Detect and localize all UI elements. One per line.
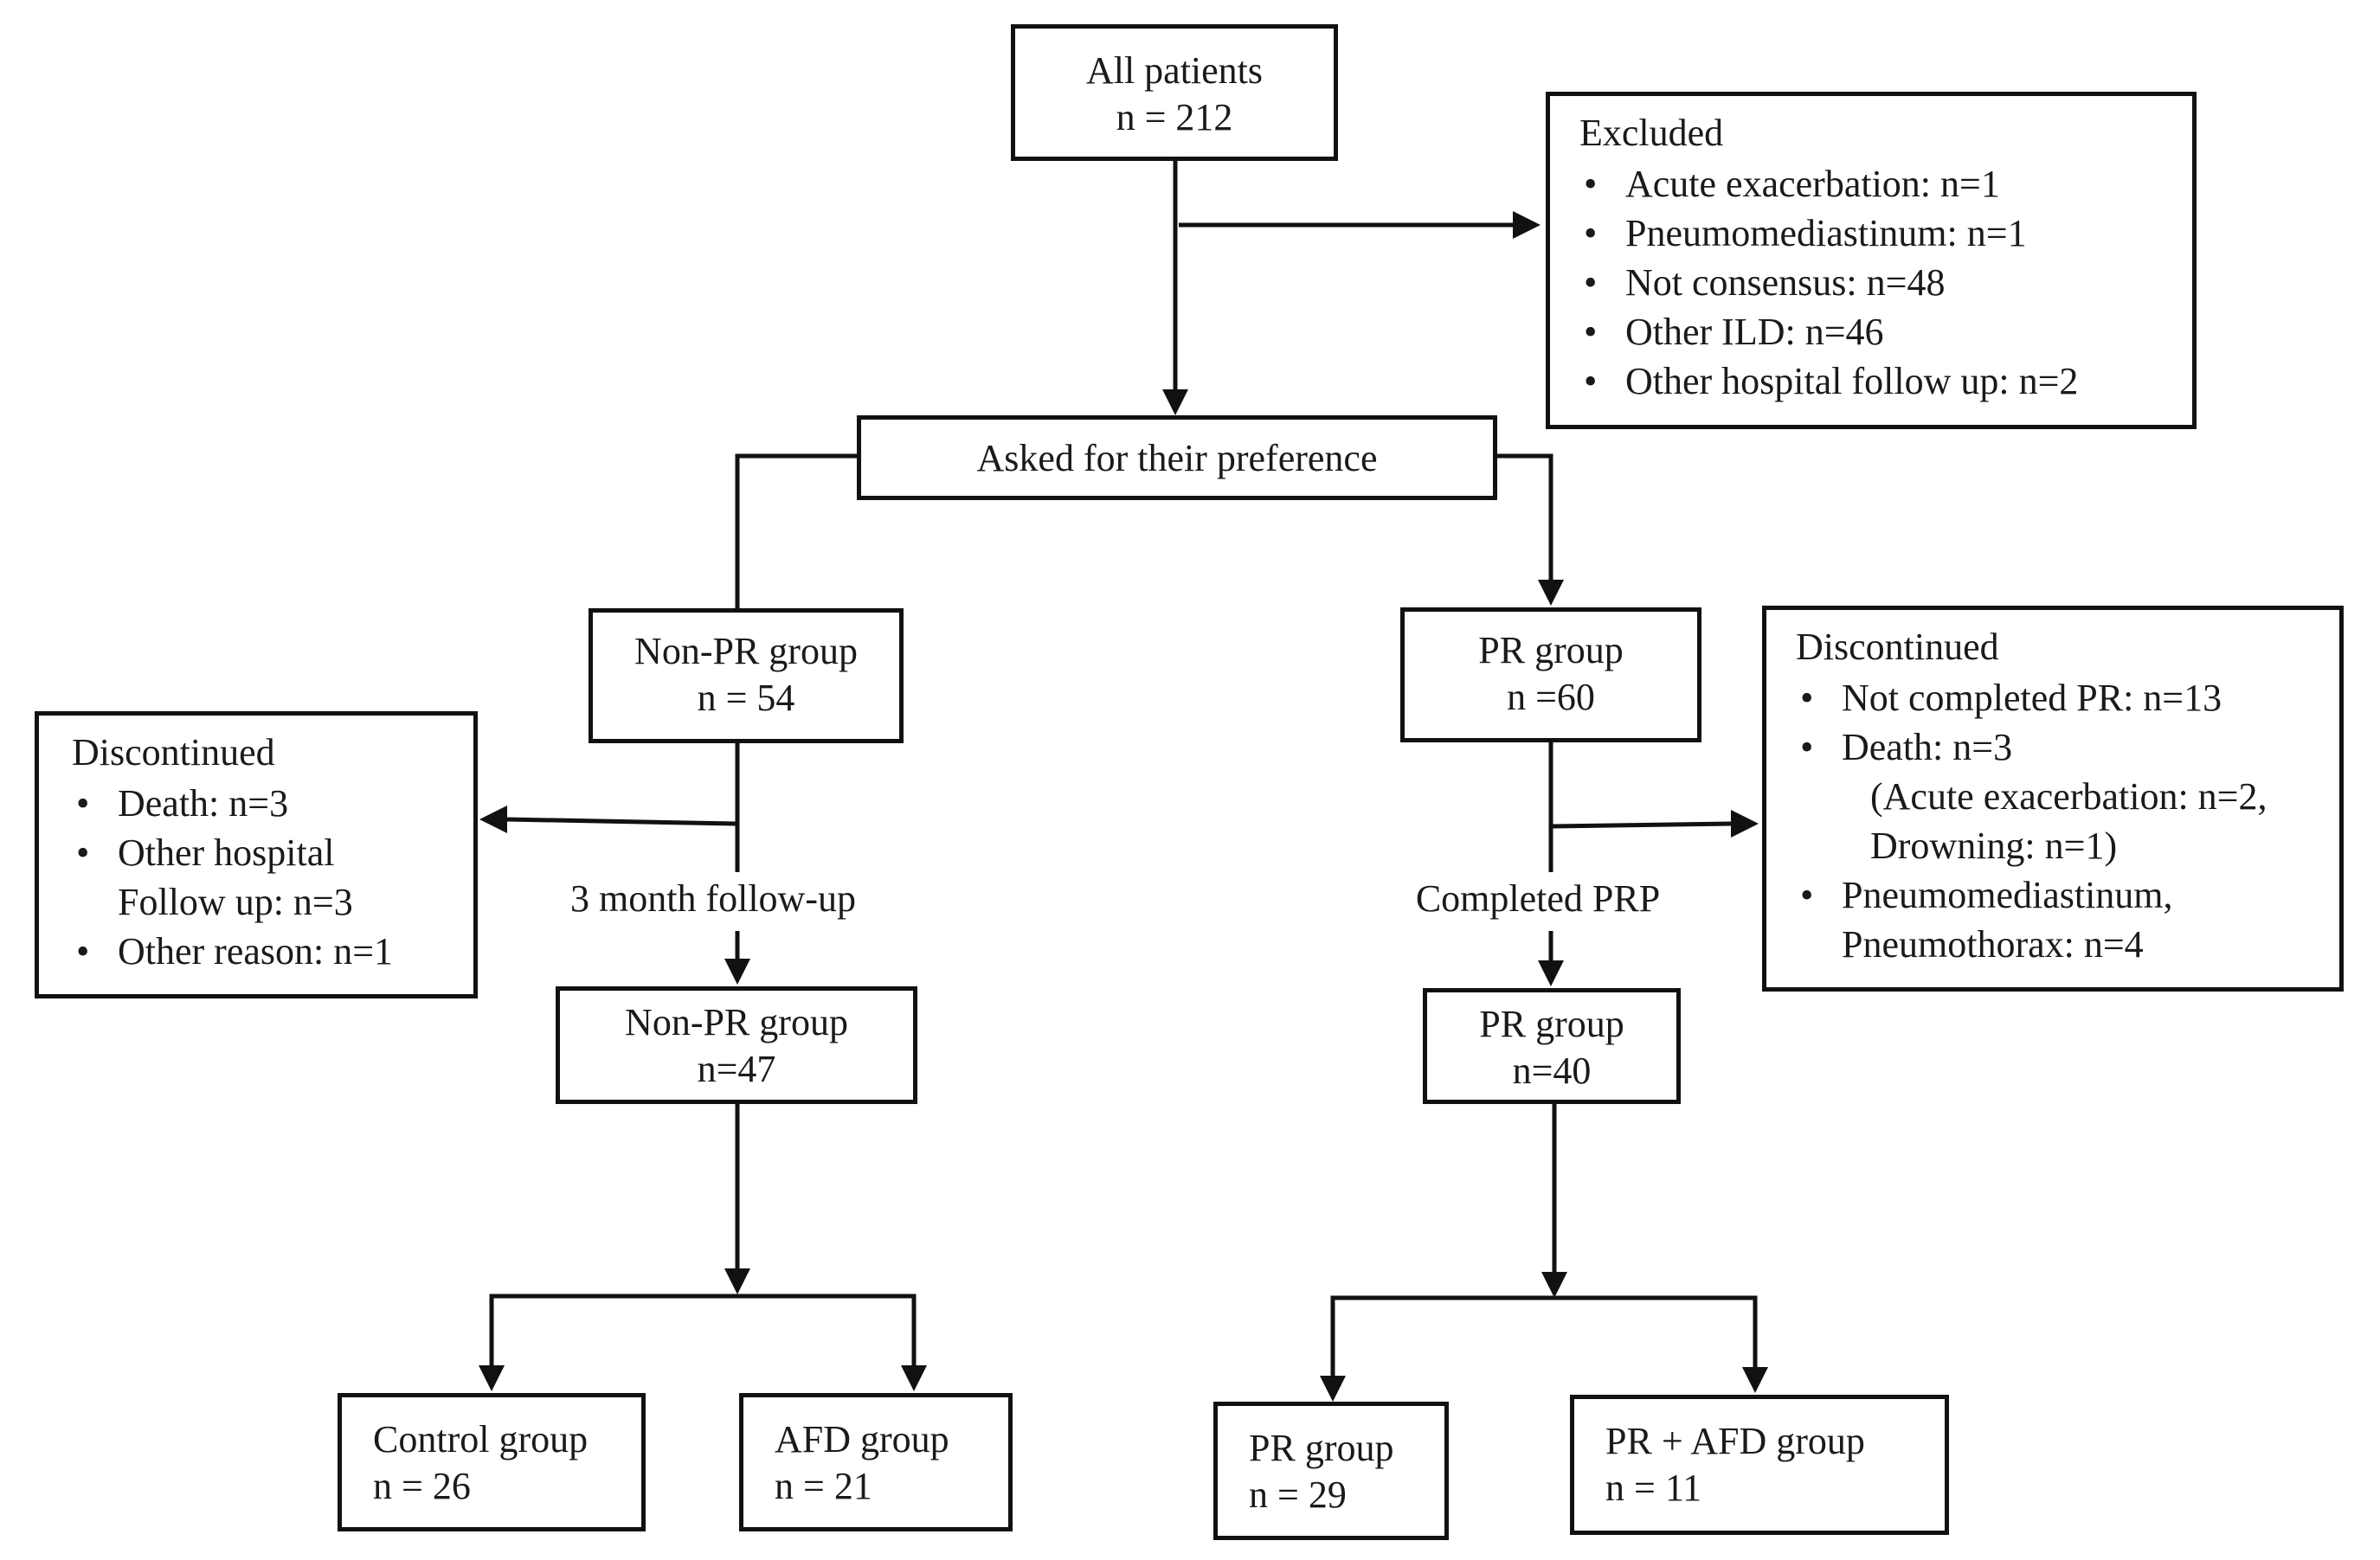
discontinued-left-item: Other reason: n=1 xyxy=(72,927,447,976)
arrowhead-preference xyxy=(1162,389,1188,415)
excluded-box: Excluded Acute exacerbation: n=1 Pneumom… xyxy=(1546,92,2197,429)
discontinued-left-item-text: Follow up: n=3 xyxy=(118,881,353,923)
completed-prp-label: Completed PRP xyxy=(1386,872,1689,931)
pr-initial-box: PR group n =60 xyxy=(1400,607,1701,742)
non-pr-initial-title: Non-PR group xyxy=(634,630,858,672)
non-pr-followup-box: Non-PR group n=47 xyxy=(556,986,917,1104)
excluded-item: Acute exacerbation: n=1 xyxy=(1579,159,2166,209)
non-pr-initial-count: n = 54 xyxy=(697,677,795,719)
discontinued-right-item: Pneumomediastinum, Pneumothorax: n=4 xyxy=(1796,870,2313,969)
connector-preference-to-non-pr xyxy=(735,453,857,608)
discontinued-right-item-text: Not completed PR: n=13 xyxy=(1842,677,2222,719)
discontinued-left-item-text: Death: n=3 xyxy=(118,782,289,825)
discontinued-left-title: Discontinued xyxy=(72,731,275,774)
discontinued-right-item-text: Pneumothorax: n=4 xyxy=(1842,923,2144,966)
discontinued-left-item-text: Other hospital xyxy=(118,831,335,874)
pr-final-box: PR group n = 29 xyxy=(1213,1402,1449,1540)
control-group-box: Control group n = 26 xyxy=(338,1393,646,1531)
connector-split-left xyxy=(489,1294,917,1365)
preference-box: Asked for their preference xyxy=(857,415,1497,500)
all-patients-count: n = 212 xyxy=(1116,96,1233,138)
excluded-list: Acute exacerbation: n=1 Pneumomediastinu… xyxy=(1579,159,2166,406)
pr-final-title: PR group xyxy=(1249,1427,1394,1469)
arrowhead-pr-group xyxy=(1538,580,1564,606)
arrowhead-discontinued-left xyxy=(479,806,507,833)
arrowhead-afd xyxy=(901,1365,927,1391)
non-pr-followup-count: n=47 xyxy=(697,1048,776,1090)
discontinued-left-list: Death: n=3 Other hospital Follow up: n=3… xyxy=(72,779,447,976)
discontinued-left-item: Other hospital Follow up: n=3 xyxy=(72,828,447,927)
excluded-item: Pneumomediastinum: n=1 xyxy=(1579,209,2166,258)
pr-followup-title: PR group xyxy=(1479,1003,1624,1045)
arrowhead-non-pr-47 xyxy=(724,959,750,985)
arrow-to-discontinued-right xyxy=(1552,821,1732,829)
preference-title: Asked for their preference xyxy=(976,437,1378,479)
excluded-item: Not consensus: n=48 xyxy=(1579,258,2166,307)
control-group-count: n = 26 xyxy=(373,1465,471,1507)
discontinued-right-item-text: Pneumomediastinum, xyxy=(1842,874,2173,916)
followup-label: 3 month follow-up xyxy=(516,872,910,931)
connector-preference-to-pr xyxy=(1494,453,1553,580)
non-pr-followup-title: Non-PR group xyxy=(625,1001,848,1043)
pr-initial-count: n =60 xyxy=(1507,676,1595,718)
arrowhead-discontinued-right xyxy=(1731,810,1759,838)
arrowhead-excluded xyxy=(1513,211,1541,239)
all-patients-box: All patients n = 212 xyxy=(1011,24,1338,161)
all-patients-title: All patients xyxy=(1085,49,1264,92)
arrowhead-pr-final xyxy=(1320,1376,1346,1402)
pr-followup-count: n=40 xyxy=(1512,1050,1592,1092)
pr-afd-group-title: PR + AFD group xyxy=(1605,1420,1865,1462)
arrowhead-pr-afd xyxy=(1742,1367,1768,1393)
excluded-item: Other hospital follow up: n=2 xyxy=(1579,356,2166,406)
pr-initial-title: PR group xyxy=(1478,629,1624,671)
afd-group-count: n = 21 xyxy=(775,1465,872,1507)
arrowhead-non-pr-split xyxy=(724,1268,750,1294)
arrowhead-pr-split xyxy=(1541,1272,1567,1298)
pr-final-count: n = 29 xyxy=(1249,1473,1347,1516)
excluded-title: Excluded xyxy=(1579,112,1724,154)
non-pr-initial-box: Non-PR group n = 54 xyxy=(589,608,904,743)
arrowhead-pr-40 xyxy=(1538,960,1564,986)
arrowhead-control xyxy=(479,1365,505,1391)
discontinued-right-item-subtext: Drowning: n=1) xyxy=(1870,825,2118,867)
discontinued-right-title: Discontinued xyxy=(1796,626,1999,668)
control-group-title: Control group xyxy=(373,1418,589,1460)
discontinued-left-box: Discontinued Death: n=3 Other hospital F… xyxy=(35,711,478,998)
pr-afd-group-count: n = 11 xyxy=(1605,1467,1702,1509)
discontinued-right-item: Death: n=3 (Acute exacerbation: n=2, Dro… xyxy=(1796,722,2313,870)
pr-afd-group-box: PR + AFD group n = 11 xyxy=(1570,1395,1949,1535)
arrow-to-discontinued-left xyxy=(506,817,737,826)
discontinued-right-item: Not completed PR: n=13 xyxy=(1796,673,2313,722)
afd-group-box: AFD group n = 21 xyxy=(739,1393,1013,1531)
excluded-item: Other ILD: n=46 xyxy=(1579,307,2166,356)
connector-split-right xyxy=(1330,1295,1758,1376)
discontinued-right-item-subtext: (Acute exacerbation: n=2, xyxy=(1870,775,2267,818)
discontinued-left-item-text: Other reason: n=1 xyxy=(118,930,394,973)
discontinued-left-item: Death: n=3 xyxy=(72,779,447,828)
discontinued-right-box: Discontinued Not completed PR: n=13 Deat… xyxy=(1762,606,2344,992)
discontinued-right-list: Not completed PR: n=13 Death: n=3 (Acute… xyxy=(1796,673,2313,969)
pr-followup-box: PR group n=40 xyxy=(1423,988,1681,1104)
discontinued-right-item-text: Death: n=3 xyxy=(1842,726,2013,768)
afd-group-title: AFD group xyxy=(775,1418,949,1460)
